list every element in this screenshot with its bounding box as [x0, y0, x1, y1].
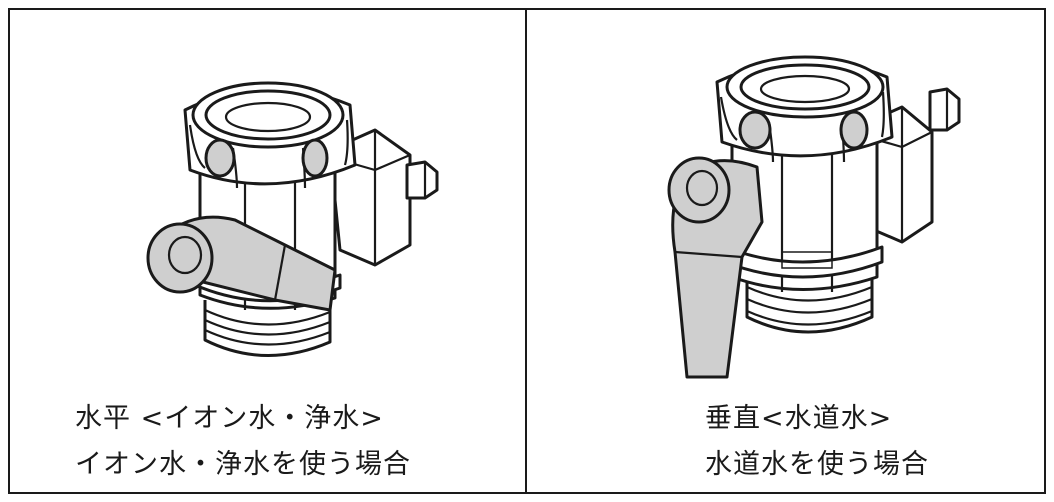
panel-horizontal: 水平 <イオン水・浄水> イオン水・浄水を使う場合 [10, 10, 525, 492]
caption-mode-label: 水平 <イオン水・浄水> [75, 403, 384, 434]
panel-divider [525, 8, 527, 494]
caption-mode-label: 垂直<水道水> [705, 403, 893, 434]
caption-usage-label: イオン水・浄水を使う場合 [75, 449, 411, 480]
valve-illustration-horizontal [146, 81, 439, 357]
caption-vertical: 垂直<水道水> 水道水を使う場合 [705, 396, 929, 488]
valve-illustration-vertical [667, 55, 961, 379]
caption-horizontal: 水平 <イオン水・浄水> イオン水・浄水を使う場合 [75, 396, 411, 488]
caption-usage-label: 水道水を使う場合 [705, 449, 929, 480]
panel-vertical: 垂直<水道水> 水道水を使う場合 [527, 10, 1044, 492]
